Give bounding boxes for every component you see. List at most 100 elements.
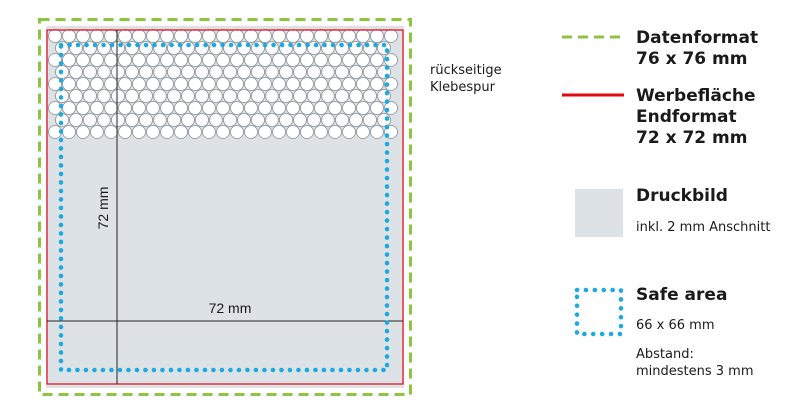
adhesive-circle bbox=[216, 77, 230, 91]
adhesive-circle bbox=[167, 89, 181, 103]
adhesive-circle bbox=[97, 41, 111, 55]
adhesive-circle bbox=[69, 89, 83, 103]
red-line-icon bbox=[562, 93, 624, 97]
dimension-label-horizontal: 72 mm bbox=[209, 300, 252, 316]
adhesive-circle bbox=[272, 77, 286, 91]
adhesive-circle bbox=[76, 29, 90, 43]
adhesive-circle bbox=[265, 89, 279, 103]
adhesive-circle bbox=[132, 29, 146, 43]
adhesive-circle bbox=[293, 41, 307, 55]
adhesive-circle bbox=[307, 113, 321, 127]
legend-safe-area-distance: Abstand: mindestens 3 mm bbox=[636, 346, 754, 380]
adhesive-circle bbox=[174, 53, 188, 67]
adhesive-circle bbox=[132, 77, 146, 91]
adhesive-circle bbox=[335, 113, 349, 127]
adhesive-circle bbox=[83, 113, 97, 127]
adhesive-circle bbox=[328, 29, 342, 43]
adhesive-circle bbox=[314, 101, 328, 115]
adhesive-circle bbox=[363, 89, 377, 103]
adhesive-circle bbox=[321, 113, 335, 127]
adhesive-circle bbox=[181, 113, 195, 127]
adhesive-circle bbox=[69, 41, 83, 55]
adhesive-circle bbox=[314, 53, 328, 67]
adhesive-circle bbox=[90, 125, 104, 139]
adhesive-circle bbox=[328, 101, 342, 115]
adhesive-circle bbox=[356, 53, 370, 67]
adhesive-circle bbox=[195, 89, 209, 103]
adhesive-circle bbox=[146, 77, 160, 91]
legend-ad-area-title: Werbefläche bbox=[636, 86, 756, 106]
adhesive-circle bbox=[146, 29, 160, 43]
legend-safe-area-title: Safe area bbox=[636, 285, 728, 305]
adhesive-circle bbox=[202, 29, 216, 43]
adhesive-circle bbox=[174, 29, 188, 43]
adhesive-circle bbox=[97, 113, 111, 127]
adhesive-circle bbox=[258, 29, 272, 43]
adhesive-circle bbox=[384, 53, 398, 67]
adhesive-circle bbox=[272, 101, 286, 115]
adhesive-circle bbox=[328, 125, 342, 139]
adhesive-circle bbox=[195, 113, 209, 127]
adhesive-circle bbox=[160, 29, 174, 43]
adhesive-circle bbox=[83, 89, 97, 103]
adhesive-circle bbox=[209, 65, 223, 79]
adhesive-circle bbox=[153, 89, 167, 103]
adhesive-circle bbox=[370, 125, 384, 139]
adhesive-circle bbox=[216, 29, 230, 43]
adhesive-circle bbox=[118, 125, 132, 139]
legend-ad-area-subtitle: Endformat bbox=[636, 107, 737, 127]
adhesive-circle bbox=[118, 29, 132, 43]
adhesive-circle bbox=[237, 113, 251, 127]
adhesive-circle bbox=[146, 125, 160, 139]
adhesive-circle bbox=[314, 77, 328, 91]
adhesive-circle bbox=[90, 101, 104, 115]
adhesive-circle bbox=[237, 89, 251, 103]
adhesive-circle bbox=[132, 125, 146, 139]
adhesive-circle bbox=[349, 113, 363, 127]
adhesive-circle bbox=[251, 65, 265, 79]
adhesive-circle bbox=[188, 29, 202, 43]
adhesive-circle bbox=[90, 53, 104, 67]
adhesive-circle bbox=[258, 125, 272, 139]
legend-safe-area-size: 66 x 66 mm bbox=[636, 318, 715, 333]
adhesive-circle bbox=[293, 65, 307, 79]
adhesive-circle bbox=[97, 89, 111, 103]
adhesive-circle bbox=[251, 89, 265, 103]
adhesive-circle bbox=[356, 77, 370, 91]
ad-area-border bbox=[46, 29, 404, 385]
adhesive-circle bbox=[265, 65, 279, 79]
legend-print-image-title: Druckbild bbox=[636, 186, 728, 206]
adhesive-circle bbox=[76, 53, 90, 67]
adhesive-circle bbox=[230, 29, 244, 43]
adhesive-circle bbox=[188, 125, 202, 139]
adhesive-circle bbox=[90, 77, 104, 91]
adhesive-circle bbox=[286, 125, 300, 139]
adhesive-circle bbox=[69, 65, 83, 79]
adhesive-circle bbox=[342, 29, 356, 43]
adhesive-circle bbox=[174, 125, 188, 139]
adhesive-circle bbox=[363, 113, 377, 127]
adhesive-circle bbox=[62, 125, 76, 139]
adhesive-circle bbox=[300, 53, 314, 67]
adhesive-circle bbox=[244, 125, 258, 139]
adhesive-circle bbox=[314, 29, 328, 43]
legend-print-image-subtitle: inkl. 2 mm Anschnitt bbox=[636, 220, 771, 235]
adhesive-circle bbox=[132, 101, 146, 115]
safe-area-border bbox=[58, 42, 390, 373]
adhesive-circle bbox=[356, 29, 370, 43]
adhesive-circle bbox=[279, 113, 293, 127]
adhesive-circle bbox=[223, 89, 237, 103]
adhesive-circle bbox=[76, 101, 90, 115]
adhesive-circle bbox=[230, 77, 244, 91]
adhesive-circle bbox=[125, 113, 139, 127]
adhesive-circle bbox=[300, 125, 314, 139]
adhesive-circle bbox=[363, 65, 377, 79]
adhesive-circle bbox=[90, 29, 104, 43]
adhesive-circle bbox=[132, 53, 146, 67]
adhesive-circle bbox=[139, 89, 153, 103]
adhesive-circle bbox=[48, 101, 62, 115]
adhesive-circle bbox=[181, 65, 195, 79]
adhesive-note-line: rückseitige bbox=[430, 63, 502, 78]
adhesive-circle bbox=[279, 65, 293, 79]
